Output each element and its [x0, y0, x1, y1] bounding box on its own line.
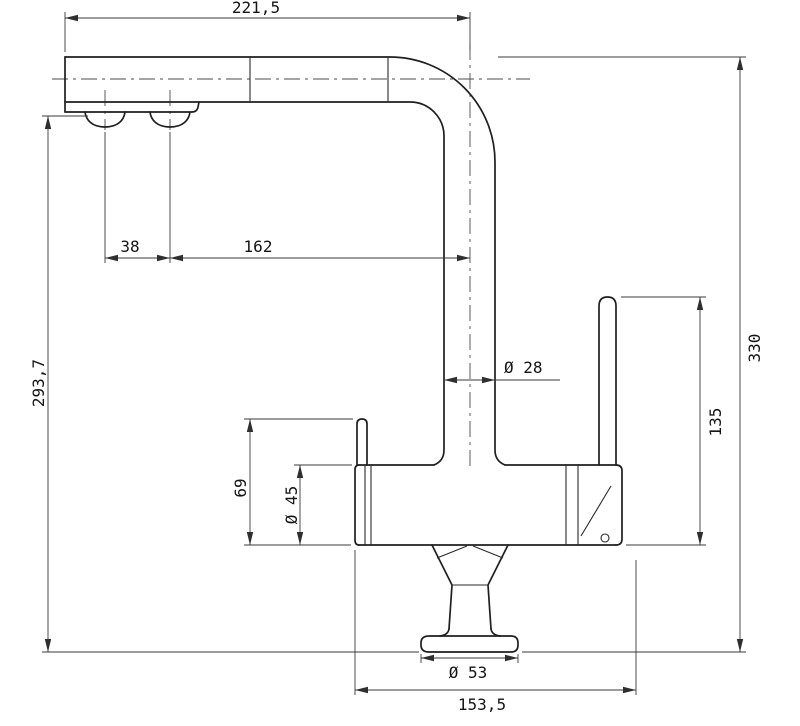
handle-joint-diagonal [580, 485, 612, 537]
lever-handle [598, 296, 617, 466]
spout-underside-strip [64, 101, 200, 113]
body-right-cap [615, 464, 623, 546]
pin-height-label: 69 [231, 478, 250, 497]
outlet-spacing-label: 38 [120, 237, 139, 256]
diverter-pin [356, 418, 368, 466]
extension-lines [42, 12, 746, 695]
riser-diameter-label: Ø 28 [504, 358, 543, 377]
outlet2-aerator [149, 111, 191, 128]
overall-height-label: 330 [745, 334, 764, 363]
dimension-labels: 221,5 38 162 293,7 Ø 28 330 135 69 Ø 45 … [29, 0, 764, 714]
overall-width-label: 153,5 [458, 695, 506, 714]
dimension-lines [44, 14, 744, 694]
base-plate [420, 635, 519, 653]
cone-right-edge [487, 544, 509, 630]
body-left-cap [354, 464, 360, 546]
cone-left-edge [431, 544, 453, 630]
faucet-outline [64, 56, 623, 653]
body-left-rings [364, 465, 372, 545]
base-flare-right [490, 628, 501, 637]
body-diameter-label: Ø 45 [282, 486, 301, 525]
body-right-rings [565, 465, 579, 545]
spout-inner-edge [64, 101, 445, 466]
base-diameter-label: Ø 53 [449, 663, 488, 682]
centerlines [52, 44, 530, 470]
base-flare-left [439, 628, 450, 637]
handle-span-label: 135 [706, 408, 725, 437]
cone-chamfer-lines [436, 545, 504, 559]
outlet1-aerator [84, 111, 126, 128]
spout-reach-label: 221,5 [232, 0, 280, 17]
spout-outer-edge [64, 56, 506, 466]
outlet-to-riser-label: 162 [244, 237, 273, 256]
outlet-height-label: 293,7 [29, 359, 48, 407]
set-screw [600, 533, 610, 543]
